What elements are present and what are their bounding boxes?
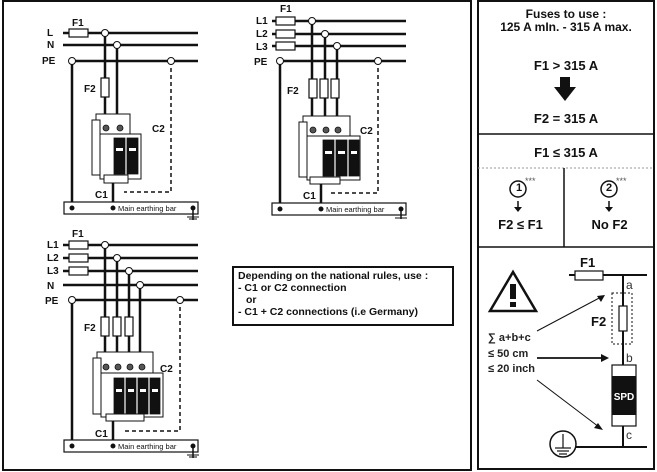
option-1-stars: *** [525, 176, 536, 186]
diagram-single-phase-labels: L N PE F1 F2 C2 C1 Main earthing bar [42, 18, 177, 213]
arrow-to-c [536, 379, 600, 428]
arrow-down-icon [554, 77, 576, 101]
label-f1: F1 [580, 255, 595, 270]
label-n: N [47, 40, 54, 51]
label-l2: L2 [47, 253, 59, 264]
label-c1: C1 [95, 429, 108, 440]
small-arrow-down-icon [514, 201, 613, 212]
spd-device-3pole [298, 115, 361, 185]
label-l2: L2 [256, 29, 268, 40]
label-c: c [626, 428, 632, 442]
f2-optional-box [611, 292, 633, 345]
max-cm-label: ≤ 50 cm [488, 348, 529, 360]
label-c1: C1 [303, 191, 316, 202]
diagram-three-phase [271, 16, 407, 219]
fuses-title: Fuses to use : [525, 7, 607, 21]
label-c1: C1 [95, 190, 108, 201]
label-f1: F1 [72, 229, 84, 240]
arrow-to-a [536, 295, 604, 332]
condition-low: F1 ≤ 315 A [534, 145, 598, 160]
fuse-rules-panel: F1 F2 a b c SPD ∑ a+b+c ≤ 50 cm ≤ 20 inc… [477, 0, 655, 470]
note-line-3: - C1 + C2 connections (i.e Germany) [238, 306, 419, 318]
option-1-circle-icon [509, 180, 527, 198]
label-pe: PE [254, 57, 268, 68]
label-f2: F2 [287, 86, 299, 97]
label-c2: C2 [160, 364, 173, 375]
spd-device-2pole [91, 113, 142, 184]
label-c2: C2 [360, 126, 373, 137]
diagram-three-phase-labels: L1 L2 L3 PE F1 F2 C2 C1 Main earthing ba… [254, 4, 385, 214]
label-b: b [626, 351, 633, 365]
option-2-number: 2 [605, 182, 613, 194]
diagram-three-phase-neutral [63, 240, 199, 458]
label-f2: F2 [84, 323, 96, 334]
fuses-range: 125 A mIn. - 315 A max. [500, 20, 632, 34]
national-rules-note: Depending on the national rules, use : -… [232, 266, 454, 326]
label-l3: L3 [47, 266, 59, 277]
option-2-rule: No F2 [591, 217, 628, 232]
label-n: N [47, 281, 54, 292]
fuse-f2 [618, 305, 628, 332]
label-l1: L1 [256, 16, 268, 27]
max-inch-label: ≤ 20 inch [488, 363, 535, 375]
note-line-2: or [246, 294, 257, 306]
spd-device-4pole [92, 351, 164, 422]
left-panel-border [2, 0, 472, 471]
label-l: L [47, 28, 53, 39]
result-high: F2 = 315 A [533, 111, 599, 126]
earth-bar-label: Main earthing bar [118, 204, 177, 213]
fuse-f1 [574, 270, 604, 281]
label-spd: SPD [614, 392, 635, 403]
label-c2: C2 [152, 124, 165, 135]
fuse-f1 [68, 28, 89, 38]
option-1-rule: F2 ≤ F1 [498, 217, 543, 232]
cable-length-schematic [536, 270, 647, 458]
earth-bar [63, 201, 199, 215]
earth-bar-label: Main earthing bar [118, 442, 177, 451]
label-f1: F1 [72, 18, 84, 29]
option-2-stars: *** [616, 176, 627, 186]
label-f2: F2 [591, 314, 606, 329]
fuse-f2 [100, 77, 110, 98]
label-a: a [626, 278, 633, 292]
label-l3: L3 [256, 42, 268, 53]
warning-icon [487, 269, 539, 313]
option-1-number: 1 [515, 182, 523, 194]
earth-bar-label: Main earthing bar [326, 205, 385, 214]
condition-high: F1 > 315 A [533, 58, 599, 73]
note-title: Depending on the national rules, use : [238, 270, 429, 282]
label-f1: F1 [280, 4, 292, 15]
wiring-diagrams-panel: L N PE F1 F2 C2 C1 Main earthing bar [2, 0, 472, 471]
label-pe: PE [45, 296, 59, 307]
label-l1: L1 [47, 240, 59, 251]
label-pe: PE [42, 56, 56, 67]
diagram-single-phase [63, 28, 199, 220]
conn-c2-path [124, 61, 172, 193]
note-line-1: - C1 or C2 connection [238, 282, 347, 294]
sum-label: ∑ a+b+c [488, 332, 531, 344]
diagram-three-phase-neutral-labels: L1 L2 L3 N PE F1 F2 C2 C1 Main earthing … [45, 229, 177, 451]
label-f2: F2 [84, 84, 96, 95]
fuse-rules-frame: F1 F2 a b c SPD ∑ a+b+c ≤ 50 cm ≤ 20 inc… [477, 0, 655, 470]
option-2-circle-icon [600, 180, 618, 198]
schematic-labels: F1 F2 a b c SPD ∑ a+b+c ≤ 50 cm ≤ 20 inc… [488, 255, 634, 442]
